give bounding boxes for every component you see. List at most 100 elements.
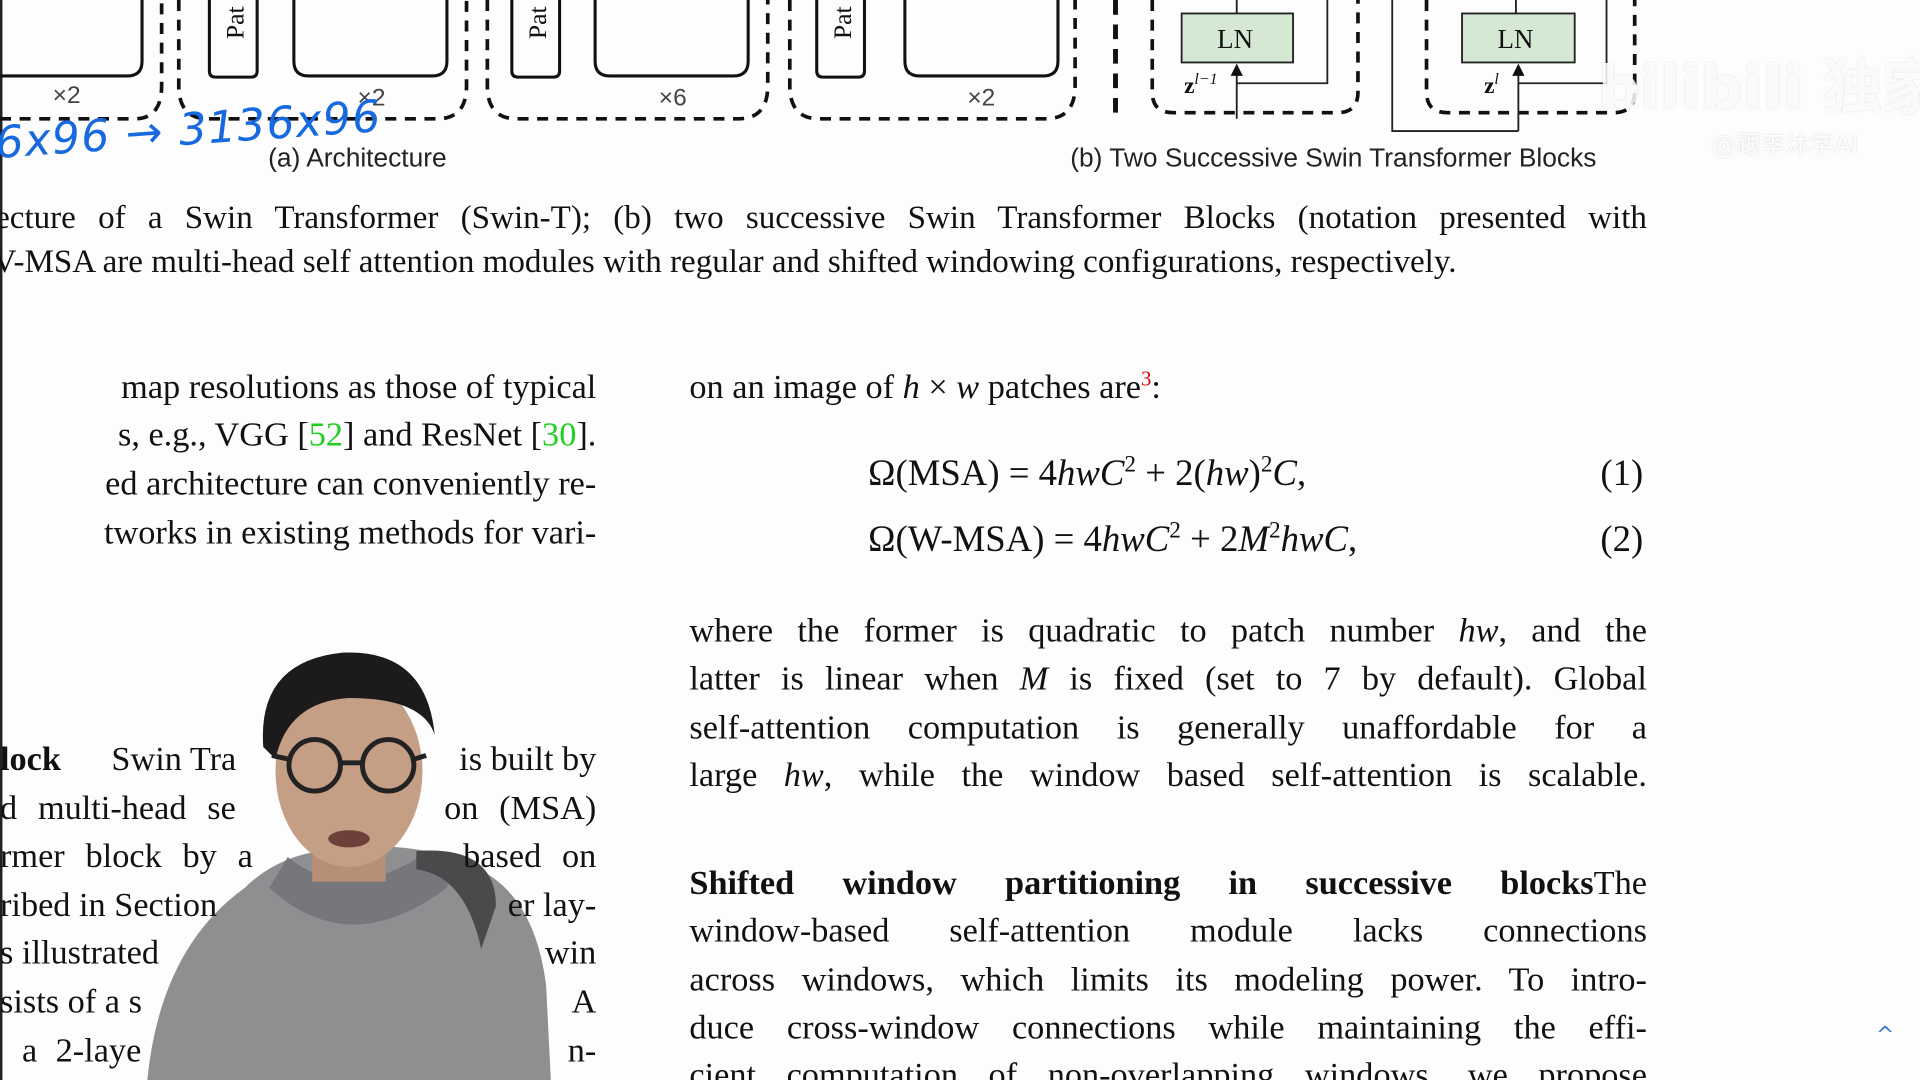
patch-label: Pat bbox=[522, 6, 553, 40]
math-var: hw bbox=[783, 756, 824, 795]
repeat-label: ×2 bbox=[967, 84, 996, 112]
bilibili-watermark: bilibili 独家 bbox=[1597, 53, 1920, 123]
math: 2 bbox=[1268, 517, 1281, 544]
math: Ω(W-MSA) = 4 bbox=[868, 519, 1102, 560]
text-fragment: A bbox=[571, 983, 597, 1022]
text: ] and ResNet [ bbox=[343, 416, 543, 455]
text-line: cient computation of non-overlapping win… bbox=[689, 1056, 1647, 1080]
math: hwC bbox=[1057, 453, 1125, 494]
text-line: latter is linear when M is fixed (set to… bbox=[689, 659, 1647, 701]
text-fragment: er lay- bbox=[507, 886, 597, 925]
math-var: M bbox=[1019, 660, 1049, 698]
text-line: window-based self-attention module lacks… bbox=[689, 912, 1647, 951]
text-line: where the former is quadratic to patch n… bbox=[689, 611, 1647, 653]
ln-label: LN bbox=[1497, 23, 1534, 54]
figure-caption-line: V-MSA are multi-head self attention modu… bbox=[0, 242, 1457, 280]
text-fragment: Swin Tra bbox=[111, 740, 237, 779]
text: The bbox=[1593, 864, 1647, 903]
text: s, e.g., VGG [ bbox=[117, 416, 309, 455]
architecture-diagram bbox=[0, 0, 1637, 132]
patch-label: Pat bbox=[220, 6, 250, 40]
text: : bbox=[1151, 368, 1161, 407]
text-fragment: d multi-head se bbox=[0, 789, 236, 828]
patch-merging-box bbox=[510, 0, 562, 79]
citation-link[interactable]: 30 bbox=[542, 416, 577, 455]
repeat-label: ×6 bbox=[658, 84, 687, 112]
channel-watermark: @跟李沐学AI bbox=[1711, 129, 1859, 160]
patch-label: Pat bbox=[827, 6, 858, 40]
text-fragment: n- bbox=[567, 1032, 597, 1071]
equation-number: (2) bbox=[1600, 519, 1644, 560]
text-line: self-attention computation is generally … bbox=[689, 708, 1647, 747]
figure-caption-line: ecture of a Swin Transformer (Swin-T); (… bbox=[0, 198, 1647, 236]
glasses bbox=[271, 737, 427, 794]
math: M bbox=[1238, 519, 1269, 560]
text-fragment: a 2-laye bbox=[22, 1032, 142, 1071]
hoodie bbox=[147, 846, 551, 1080]
stage-box bbox=[903, 0, 1060, 78]
text: × bbox=[919, 368, 957, 407]
text-fragment: ribed in Section bbox=[0, 886, 218, 925]
citation-link[interactable]: 52 bbox=[308, 416, 344, 455]
text: large bbox=[689, 756, 784, 795]
footnote-link[interactable]: 3 bbox=[1140, 366, 1152, 391]
figure-caption-a: (a) Architecture bbox=[268, 143, 447, 173]
section-heading: Shifted window partitioning in successiv… bbox=[689, 864, 1594, 903]
math: + 2 bbox=[1180, 519, 1239, 560]
math-var: hw bbox=[1458, 612, 1499, 651]
chevron-up-icon[interactable]: ^ bbox=[1875, 1022, 1895, 1049]
repeat-label: ×2 bbox=[52, 82, 81, 109]
text: , while the window based self-attention … bbox=[823, 756, 1647, 795]
equation-2: Ω(W-MSA) = 4hwC2 + 2M2hwC, bbox=[868, 519, 1357, 561]
z-superscript: l bbox=[1494, 69, 1499, 88]
text-line: s, e.g., VGG [52] and ResNet [30]. bbox=[0, 415, 596, 457]
math: + 2( bbox=[1136, 453, 1206, 494]
math: ) bbox=[1248, 453, 1261, 494]
text-fragment: rmer block by a bbox=[0, 837, 253, 876]
stage-box bbox=[593, 0, 750, 78]
ln-label: LN bbox=[1217, 23, 1254, 54]
math: hwC bbox=[1101, 519, 1170, 560]
z-superscript: l−1 bbox=[1194, 69, 1218, 88]
text-line: map resolutions as those of typical bbox=[121, 368, 597, 407]
math: , bbox=[1296, 453, 1307, 494]
text: on an image of bbox=[689, 368, 903, 407]
text-line: Shifted window partitioning in successiv… bbox=[689, 863, 1647, 905]
text: where the former is quadratic to patch n… bbox=[689, 612, 1459, 651]
equation-number: (1) bbox=[1600, 453, 1644, 494]
z-prev-label: zl−1 bbox=[1184, 71, 1217, 100]
patch-merging-box bbox=[815, 0, 867, 79]
figure-caption-b: (b) Two Successive Swin Transformer Bloc… bbox=[1070, 143, 1597, 173]
layer-norm-box bbox=[1180, 12, 1294, 64]
z-symbol: z bbox=[1184, 73, 1195, 100]
repeat-label: ×2 bbox=[357, 84, 386, 112]
math-var: w bbox=[956, 368, 980, 407]
math-var: h bbox=[902, 368, 920, 407]
math: 2 bbox=[1124, 451, 1137, 478]
text-fragment: on (MSA) bbox=[444, 789, 597, 828]
text-line: ed architecture can conveniently re- bbox=[105, 465, 597, 504]
text: is fixed (set to 7 by default). Global bbox=[1048, 660, 1647, 698]
text-fragment: s illustrated bbox=[0, 934, 160, 973]
z-symbol: z bbox=[1484, 73, 1495, 100]
layer-norm-box bbox=[1461, 12, 1576, 64]
text: ]. bbox=[576, 416, 597, 455]
text-fragment: is built by bbox=[459, 740, 597, 779]
text-fragment: win bbox=[544, 934, 597, 973]
text: , and the bbox=[1498, 612, 1647, 651]
text: latter is linear when bbox=[689, 660, 1020, 698]
math: 2 bbox=[1260, 451, 1273, 478]
math: C bbox=[1272, 453, 1297, 494]
text: patches are bbox=[979, 368, 1141, 407]
text-line: large hw, while the window based self-at… bbox=[689, 756, 1647, 798]
presenter-video bbox=[147, 652, 551, 1080]
hair bbox=[262, 652, 435, 760]
section-heading: lock bbox=[0, 740, 61, 779]
stage-box bbox=[0, 0, 144, 78]
stage-box bbox=[292, 0, 449, 78]
text-line: tworks in existing methods for vari- bbox=[104, 514, 597, 553]
math: , bbox=[1347, 519, 1358, 560]
text-line: across windows, which limits its modelin… bbox=[689, 961, 1647, 1000]
text-fragment: sists of a s bbox=[0, 983, 142, 1022]
